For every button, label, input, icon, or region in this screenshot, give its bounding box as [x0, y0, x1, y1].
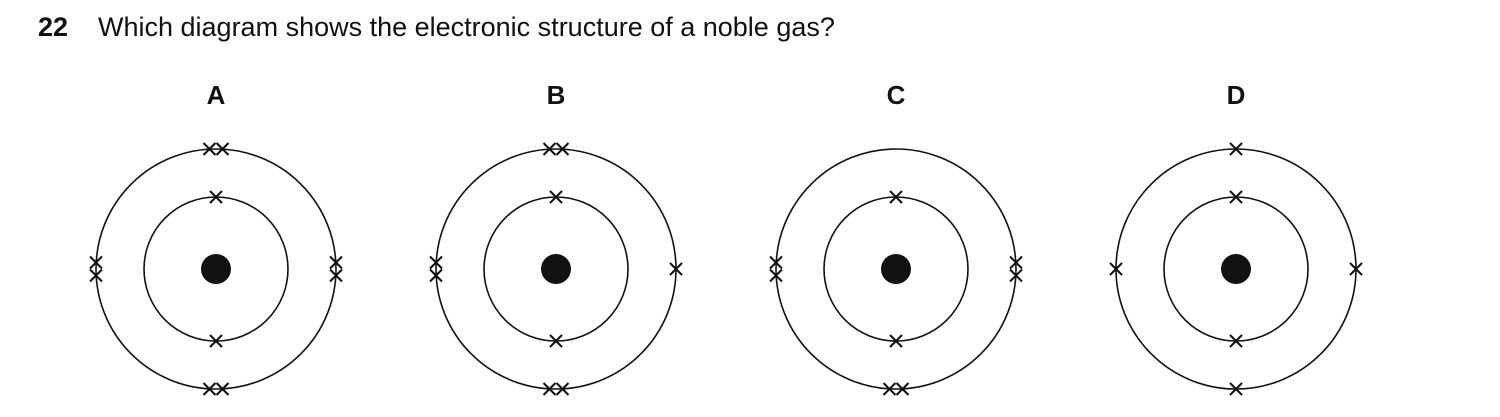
electron-mark: [769, 268, 783, 283]
electron-mark: [215, 382, 230, 396]
nucleus: [541, 254, 571, 284]
electron-mark: [1009, 255, 1023, 270]
atom-diagram-c: [769, 148, 1023, 396]
question-text: Which diagram shows the electronic struc…: [98, 11, 835, 42]
electron-mark: [1229, 190, 1243, 204]
electron-mark: [429, 268, 443, 283]
electron-mark: [542, 382, 557, 396]
question-header: 22 Which diagram shows the electronic st…: [38, 10, 835, 44]
electron-mark: [889, 190, 903, 204]
electron-mark: [1229, 142, 1243, 156]
electron-mark: [209, 334, 223, 348]
electron-mark: [549, 334, 563, 348]
electron-mark: [1009, 268, 1023, 283]
electron-mark: [89, 268, 103, 283]
electron-mark: [1109, 262, 1123, 276]
option-label-c[interactable]: C: [886, 80, 906, 110]
electron-mark: [202, 142, 217, 156]
electron-mark: [542, 142, 557, 156]
outer-shell: [775, 148, 1017, 390]
electron-mark: [889, 334, 903, 348]
nucleus: [1221, 254, 1251, 284]
option-label-b[interactable]: B: [546, 80, 566, 110]
nucleus: [881, 254, 911, 284]
electron-mark: [555, 142, 570, 156]
electron-mark: [1229, 382, 1243, 396]
electron-mark: [555, 382, 570, 396]
atom-diagram-a: [89, 142, 343, 396]
outer-shell: [95, 148, 337, 390]
electron-mark: [895, 382, 910, 396]
option-label-d[interactable]: D: [1226, 80, 1246, 110]
electron-mark: [882, 382, 897, 396]
electron-mark: [209, 190, 223, 204]
atom-diagram-b: [429, 142, 683, 396]
option-label-a[interactable]: A: [206, 80, 226, 110]
electron-mark: [215, 142, 230, 156]
electron-mark: [549, 190, 563, 204]
electron-mark: [89, 255, 103, 270]
atom-diagram-d: [1109, 142, 1363, 396]
electron-mark: [429, 255, 443, 270]
electron-mark: [202, 382, 217, 396]
electron-mark: [1349, 262, 1363, 276]
electron-mark: [1229, 334, 1243, 348]
nucleus: [201, 254, 231, 284]
question-number: 22: [38, 11, 69, 42]
electron-mark: [669, 262, 683, 276]
electron-mark: [769, 255, 783, 270]
electron-mark: [329, 255, 343, 270]
electron-mark: [329, 268, 343, 283]
